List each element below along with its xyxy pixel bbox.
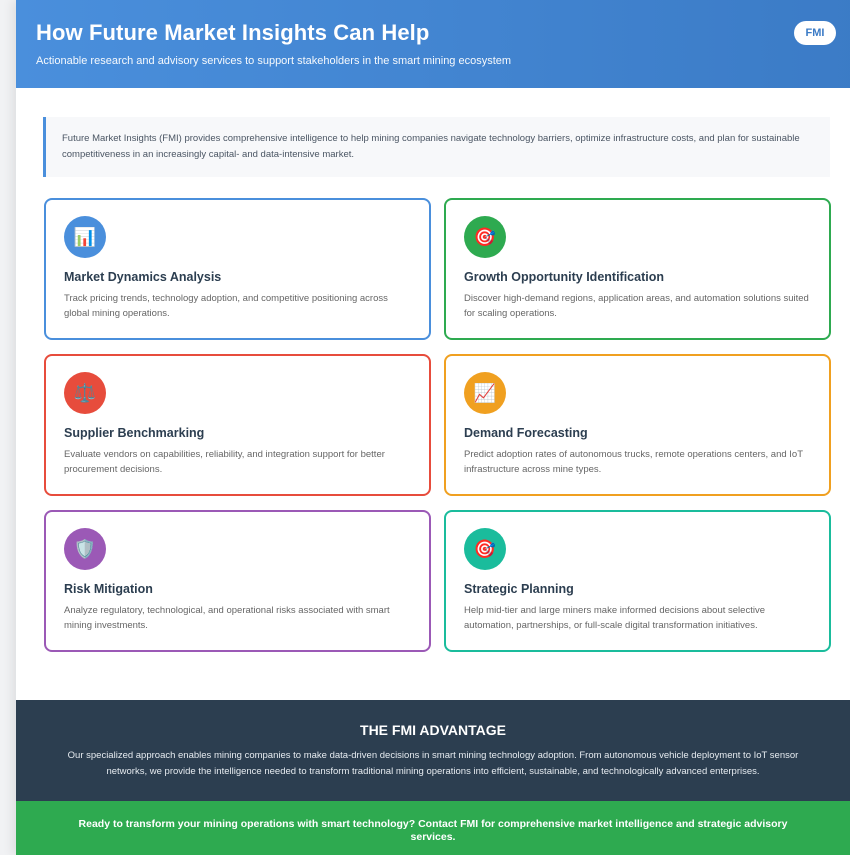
advantage-section: THE FMI ADVANTAGE Our specialized approa… bbox=[16, 700, 850, 801]
card-description: Track pricing trends, technology adoptio… bbox=[64, 293, 388, 319]
service-card: 📈 Demand Forecasting Predict adoption ra… bbox=[444, 354, 831, 496]
header: How Future Market Insights Can Help Acti… bbox=[16, 0, 850, 88]
page: How Future Market Insights Can Help Acti… bbox=[16, 0, 850, 855]
cta-banner: Ready to transform your mining operation… bbox=[16, 801, 850, 855]
advantage-title: THE FMI ADVANTAGE bbox=[360, 722, 506, 738]
service-card: 🛡️ Risk Mitigation Analyze regulatory, t… bbox=[44, 510, 431, 652]
service-card: ⚖️ Supplier Benchmarking Evaluate vendor… bbox=[44, 354, 431, 496]
card-description: Discover high-demand regions, applicatio… bbox=[464, 293, 809, 319]
bar-chart-icon: 📊 bbox=[64, 216, 106, 258]
service-card: 📊 Market Dynamics Analysis Track pricing… bbox=[44, 198, 431, 340]
trend-chart-icon: 📈 bbox=[464, 372, 506, 414]
card-title: Demand Forecasting bbox=[464, 426, 588, 440]
card-title: Risk Mitigation bbox=[64, 582, 153, 596]
card-description: Analyze regulatory, technological, and o… bbox=[64, 605, 390, 631]
card-description: Predict adoption rates of autonomous tru… bbox=[464, 449, 803, 475]
card-title: Supplier Benchmarking bbox=[64, 426, 205, 440]
service-card: 🎯 Strategic Planning Help mid-tier and l… bbox=[444, 510, 831, 652]
target-icon: 🎯 bbox=[464, 528, 506, 570]
intro-text: Future Market Insights (FMI) provides co… bbox=[43, 117, 830, 177]
target-icon: 🎯 bbox=[464, 216, 506, 258]
advantage-text: Our specialized approach enables mining … bbox=[67, 750, 799, 777]
shield-icon: 🛡️ bbox=[64, 528, 106, 570]
card-description: Evaluate vendors on capabilities, reliab… bbox=[64, 449, 385, 475]
page-title: How Future Market Insights Can Help bbox=[36, 20, 430, 45]
card-title: Market Dynamics Analysis bbox=[64, 270, 222, 284]
page-subtitle: Actionable research and advisory service… bbox=[36, 55, 512, 67]
scales-icon: ⚖️ bbox=[64, 372, 106, 414]
card-description: Help mid-tier and large miners make info… bbox=[464, 605, 765, 631]
fmi-badge: FMI bbox=[794, 21, 836, 45]
service-card: 🎯 Growth Opportunity Identification Disc… bbox=[444, 198, 831, 340]
card-title: Growth Opportunity Identification bbox=[464, 270, 664, 284]
card-title: Strategic Planning bbox=[464, 582, 574, 596]
